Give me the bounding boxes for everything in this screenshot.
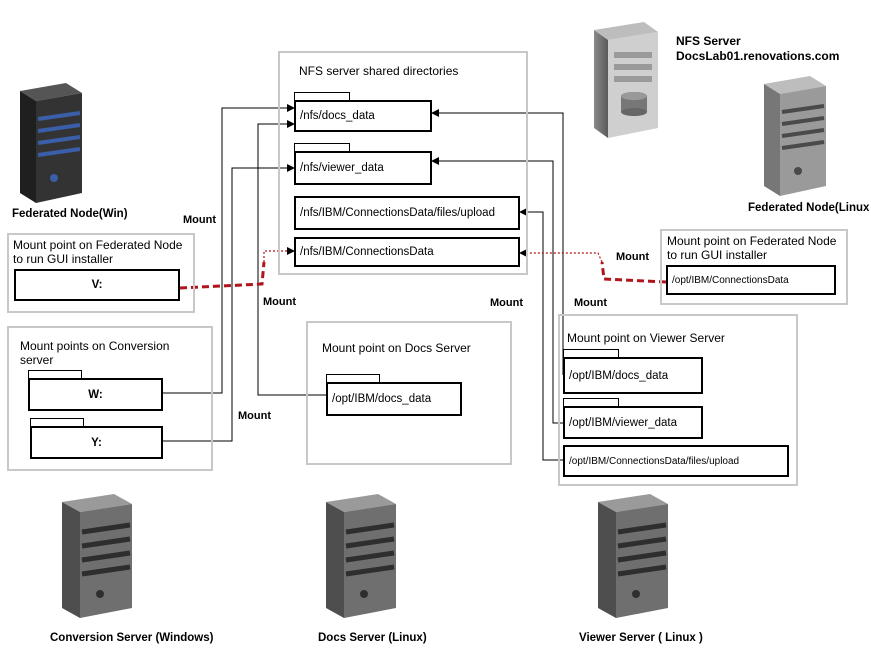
nfs-panel-title: NFS server shared directories — [299, 64, 459, 78]
nfs-dir-connectionsdata: /nfs/IBM/ConnectionsData — [294, 237, 520, 267]
mount-label-linux: Mount — [616, 251, 649, 263]
viewer-path-docs-data: /opt/IBM/docs_data — [563, 349, 703, 394]
nfs-dir-docs-data: /nfs/docs_data — [294, 92, 432, 132]
link-v-connectionsdata-heavy — [179, 261, 266, 290]
viewer-path-viewer-data: /opt/IBM/viewer_data — [563, 398, 703, 439]
link-docs-docs-data — [257, 120, 326, 396]
mount-label-win: Mount — [183, 214, 216, 226]
nfs-server-name: NFS Server — [676, 34, 741, 48]
mount-label-conversion: Mount — [238, 410, 271, 422]
viewer-caption: Viewer Server ( Linux ) — [579, 632, 703, 644]
viewer-path-label: /opt/IBM/docs_data — [563, 357, 703, 394]
viewer-server-icon — [598, 494, 668, 618]
federated-linux-path: /opt/IBM/ConnectionsData — [666, 265, 836, 295]
link-viewer-upload — [519, 208, 563, 461]
docs-panel — [306, 321, 512, 465]
docs-path-label: /opt/IBM/docs_data — [326, 382, 462, 416]
conversion-server-icon — [62, 494, 132, 618]
federated-linux-panel-title: Mount point on Federated Node to run GUI… — [667, 234, 837, 262]
nfs-dir-label: /nfs/viewer_data — [294, 151, 432, 185]
viewer-path-label: /opt/IBM/viewer_data — [563, 406, 703, 439]
link-w-docs-data — [163, 104, 295, 394]
nfs-dir-viewer-data: /nfs/viewer_data — [294, 143, 432, 185]
federated-win-server-icon — [20, 83, 82, 203]
nfs-shared-panel — [278, 51, 528, 275]
docs-server-icon — [326, 494, 396, 618]
nfs-server-icon — [594, 22, 658, 138]
conversion-drive-label: W: — [28, 378, 163, 411]
mount-label-viewer-left: Mount — [490, 297, 523, 309]
conversion-caption: Conversion Server (Windows) — [50, 632, 214, 644]
viewer-panel-title: Mount point on Viewer Server — [567, 331, 725, 345]
federated-win-caption: Federated Node(Win) — [12, 208, 128, 220]
conversion-drive-w: W: — [28, 370, 163, 411]
docs-mount-path: /opt/IBM/docs_data — [326, 374, 462, 416]
nfs-server-host: DocsLab01.renovations.com — [676, 49, 840, 63]
federated-linux-panel — [660, 229, 848, 305]
link-y-viewer-data — [163, 164, 295, 442]
conversion-panel-title: Mount points on Conversion server — [20, 339, 170, 367]
conversion-drive-label: Y: — [30, 426, 163, 459]
federated-win-panel — [7, 233, 195, 313]
nfs-dir-upload: /nfs/IBM/ConnectionsData/files/upload — [294, 196, 520, 230]
link-linux-connectionsdata-heavy — [600, 261, 667, 284]
federated-win-panel-title: Mount point on Federated Node to run GUI… — [13, 238, 183, 266]
conversion-drive-y: Y: — [30, 418, 163, 459]
federated-win-drive: V: — [14, 269, 180, 301]
link-viewer-docs-data — [431, 109, 564, 375]
docs-caption: Docs Server (Linux) — [318, 632, 427, 644]
docs-panel-title: Mount point on Docs Server — [322, 341, 471, 355]
mount-label-viewer-right: Mount — [574, 297, 607, 309]
federated-linux-caption: Federated Node(Linux ) — [748, 202, 871, 214]
federated-linux-server-icon — [764, 76, 826, 196]
viewer-panel — [558, 314, 798, 486]
nfs-dir-label: /nfs/docs_data — [294, 100, 432, 132]
mount-label-docs: Mount — [263, 296, 296, 308]
conversion-panel — [7, 326, 213, 471]
viewer-path-upload: /opt/IBM/ConnectionsData/files/upload — [563, 445, 789, 477]
link-linux-connectionsdata-thin — [519, 249, 603, 263]
